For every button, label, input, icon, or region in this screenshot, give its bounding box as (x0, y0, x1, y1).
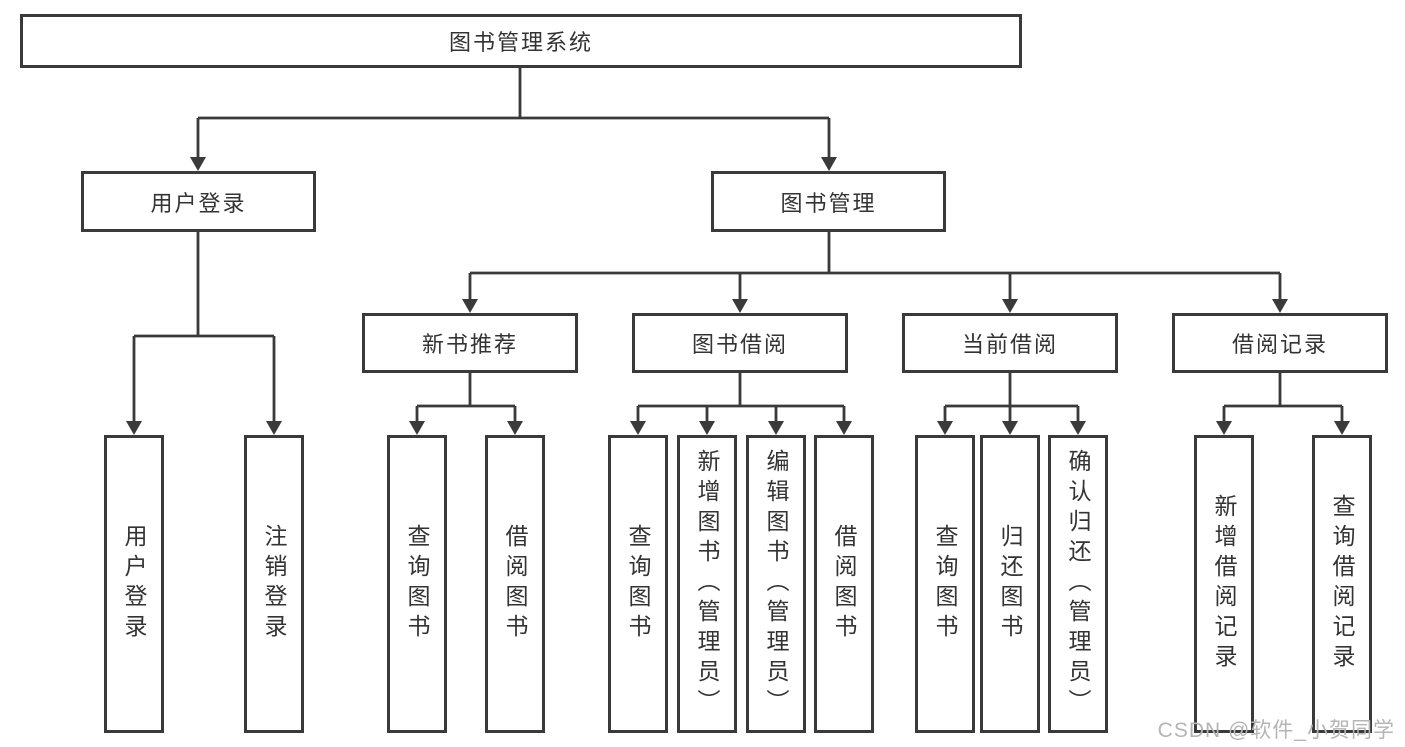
leaf-borrow-books: 借阅图书 (485, 435, 545, 733)
leaf-query-books: 查询图书 (608, 435, 668, 733)
node-new-book-recommendation: 新书推荐 (362, 313, 578, 373)
arrowhead-icon (266, 421, 282, 435)
leaf-return-books: 归还图书 (980, 435, 1040, 733)
arrowhead-icon (1070, 421, 1086, 435)
arrowhead-icon (821, 157, 837, 171)
leaf-user-login: 用户登录 (104, 435, 164, 733)
arrowhead-icon (937, 421, 953, 435)
node-current-borrowing: 当前借阅 (902, 313, 1118, 373)
arrowhead-icon (1002, 299, 1018, 313)
arrowheads (126, 157, 1350, 435)
arrowhead-icon (1334, 421, 1350, 435)
connector-root-to-level2 (196, 67, 831, 158)
node-book-management: 图书管理 (711, 171, 946, 232)
arrowhead-icon (126, 421, 142, 435)
arrowhead-icon (836, 421, 852, 435)
leaf-logout: 注销登录 (244, 435, 304, 733)
leaf-query-books: 查询图书 (915, 435, 975, 733)
arrowhead-icon (768, 421, 784, 435)
connector-borrowing-records-to-leaves (1222, 373, 1344, 421)
node-user-login: 用户登录 (81, 171, 316, 232)
arrowhead-icon (1002, 421, 1018, 435)
connector-current-borrowing-to-leaves (943, 373, 1080, 421)
leaf-query-books: 查询图书 (387, 435, 447, 733)
leaf-add-books-admin: 新增图书（管理员） (677, 435, 737, 733)
leaf-add-borrow-record: 新增借阅记录 (1194, 435, 1254, 733)
leaf-edit-books-admin: 编辑图书（管理员） (746, 435, 806, 733)
arrowhead-icon (409, 421, 425, 435)
node-book-borrowing: 图书借阅 (632, 313, 848, 373)
connector-user-login-to-leaves (132, 232, 276, 421)
arrowhead-icon (462, 299, 478, 313)
arrowhead-icon (1216, 421, 1232, 435)
arrowhead-icon (1272, 299, 1288, 313)
leaf-borrow-books: 借阅图书 (814, 435, 874, 733)
arrowhead-icon (190, 157, 206, 171)
connector-new-book-recommendation-to-leaves (415, 373, 517, 421)
node-borrowing-records: 借阅记录 (1172, 313, 1388, 373)
arrowhead-icon (732, 299, 748, 313)
arrowhead-icon (630, 421, 646, 435)
connector-book-borrowing-to-leaves (636, 373, 846, 421)
arrowhead-icon (507, 421, 523, 435)
connector-paths (132, 67, 1344, 421)
leaf-confirm-return-admin: 确认归还（管理员） (1048, 435, 1108, 733)
leaf-query-borrow-record: 查询借阅记录 (1312, 435, 1372, 733)
connector-book-management-to-level3 (468, 232, 1282, 299)
watermark: CSDN @软件_小贺同学 (1157, 719, 1395, 742)
node-library-management-system: 图书管理系统 (20, 14, 1022, 68)
arrowhead-icon (699, 421, 715, 435)
